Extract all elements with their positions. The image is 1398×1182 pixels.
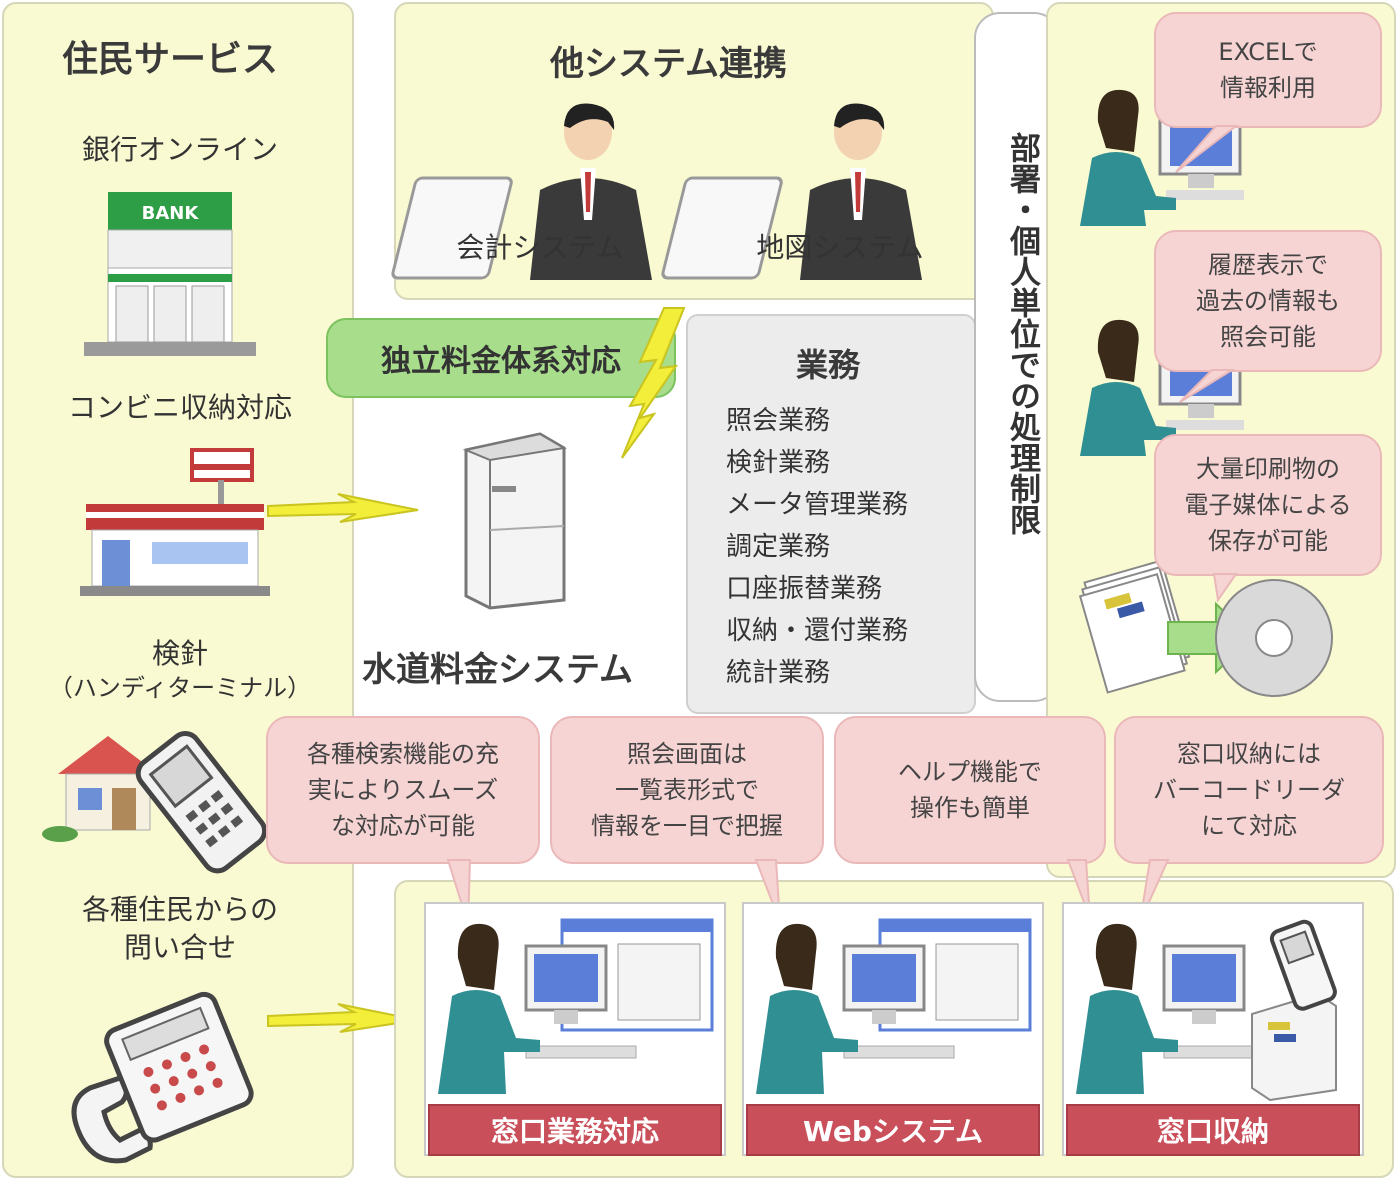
house-and-handy-terminal-icon bbox=[42, 730, 268, 874]
operation-item: 調定業務 bbox=[726, 532, 831, 562]
map-system-operator-icon bbox=[661, 103, 922, 280]
map-system-label: 地図システム bbox=[756, 231, 924, 264]
counter-operator-icon bbox=[438, 918, 714, 1094]
web-operator-icon bbox=[756, 918, 1032, 1094]
excel-usage-bubble: EXCELで 情報利用 bbox=[1154, 12, 1382, 128]
handy-terminal-label: （ハンディターミナル） bbox=[48, 674, 312, 702]
payment-operator-icon bbox=[1076, 919, 1337, 1102]
server-icon bbox=[462, 432, 567, 610]
help-function-bubble: ヘルプ機能で 操作も簡単 bbox=[834, 716, 1106, 864]
convenience-store-icon bbox=[80, 448, 270, 596]
operation-item: 口座振替業務 bbox=[726, 574, 883, 604]
water-system-title: 水道料金システム bbox=[362, 650, 633, 690]
operation-item: 収納・還付業務 bbox=[726, 616, 909, 646]
inquiries-label-line2: 問い合せ bbox=[123, 931, 236, 964]
operation-item: メータ管理業務 bbox=[726, 490, 909, 520]
lightning-convenience-icon bbox=[267, 493, 419, 523]
print-to-disc-icon bbox=[1078, 559, 1333, 697]
search-function-bubble: 各種検索機能の充 実によりスムーズ な対応が可能 bbox=[266, 716, 540, 864]
operation-item: 検針業務 bbox=[726, 448, 831, 478]
accounting-system-label: 会計システム bbox=[456, 231, 624, 264]
operations-panel bbox=[686, 314, 976, 714]
list-view-bubble: 照会画面は 一覧表形式で 情報を一目で把握 bbox=[550, 716, 824, 864]
bank-sign: BANK bbox=[142, 203, 200, 224]
operations-list: 照会業務 検針業務 メータ管理業務 調定業務 口座振替業務 収納・還付業務 統計… bbox=[726, 400, 908, 694]
history-display-bubble: 履歴表示で 過去の情報も 照会可能 bbox=[1154, 230, 1382, 372]
lightning-telephone-icon bbox=[267, 1003, 419, 1033]
restriction-panel bbox=[974, 12, 1060, 702]
barcode-reader-bubble: 窓口収納には バーコードリーダ にて対応 bbox=[1114, 716, 1384, 864]
resident-services-title: 住民サービス bbox=[62, 39, 279, 80]
operations-title: 業務 bbox=[796, 346, 861, 384]
inquiries-label-line1: 各種住民からの bbox=[81, 893, 278, 926]
operation-item: 照会業務 bbox=[726, 406, 831, 436]
restriction-label: 部署・個人単位での処理制限 bbox=[1004, 132, 1040, 535]
meter-reading-label: 検針 bbox=[151, 637, 208, 670]
telephone-icon bbox=[71, 991, 254, 1164]
counter-operations-label: 窓口業務対応 bbox=[428, 1104, 722, 1156]
bank-online-label: 銀行オンライン bbox=[81, 133, 278, 166]
electronic-storage-bubble: 大量印刷物の 電子媒体による 保存が可能 bbox=[1154, 434, 1382, 576]
independent-fee-badge: 独立料金体系対応 bbox=[326, 318, 676, 398]
independent-fee-label: 独立料金体系対応 bbox=[381, 344, 621, 379]
other-systems-title: 他システム連携 bbox=[550, 44, 787, 84]
lightning-system-link-icon bbox=[621, 307, 686, 459]
operation-item: 統計業務 bbox=[726, 658, 831, 688]
web-system-label: Webシステム bbox=[746, 1104, 1040, 1156]
bank-icon: BANK bbox=[84, 192, 256, 356]
convenience-store-label: コンビニ収納対応 bbox=[67, 391, 292, 424]
counter-payment-label: 窓口収納 bbox=[1066, 1104, 1360, 1156]
accounting-system-operator-icon bbox=[391, 103, 652, 280]
